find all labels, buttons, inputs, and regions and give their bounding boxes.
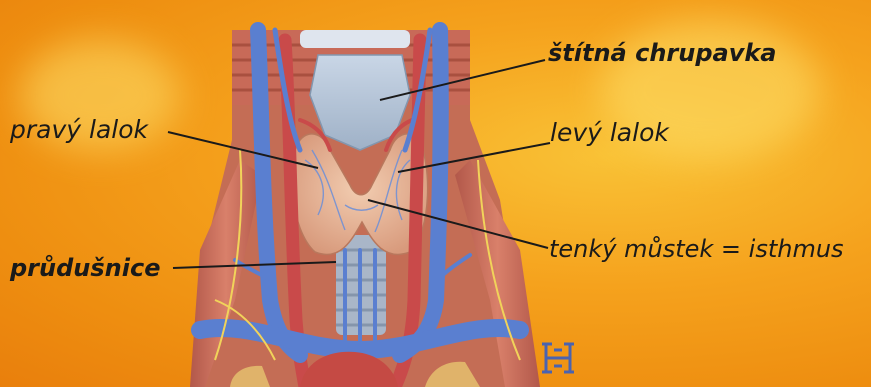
label-left-lobe: levý lalok (550, 118, 669, 148)
leader-line-right-lobe (168, 132, 318, 168)
label-trachea: průdušnice (10, 253, 160, 283)
leader-line-isthmus (368, 200, 548, 248)
label-thyroid-cartilage: štítná chrupavka (548, 38, 777, 68)
leader-line-left-lobe (398, 143, 550, 172)
leader-line-thyroid-cartilage (380, 60, 545, 100)
label-isthmus: tenký můstek = isthmus (549, 234, 844, 264)
publisher-logo (540, 340, 576, 376)
label-right-lobe: pravý lalok (10, 115, 148, 145)
leader-line-trachea (173, 262, 336, 268)
